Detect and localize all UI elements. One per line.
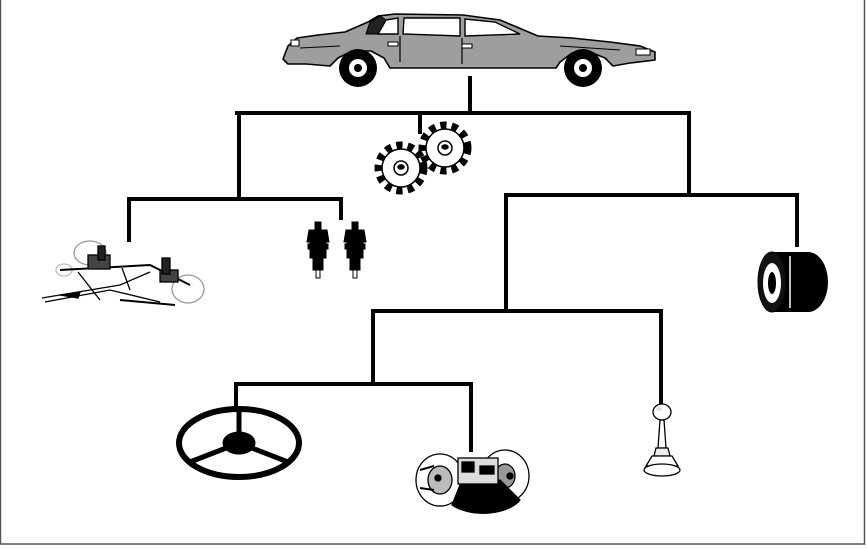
tire-icon	[757, 251, 828, 313]
connector-lines	[127, 76, 799, 452]
steering-wheel-icon	[176, 406, 302, 480]
brake-assembly-icon	[415, 449, 530, 514]
car-wheel	[564, 49, 602, 87]
undercarriage-chassis-icon	[41, 240, 205, 306]
spark-plugs-icon	[306, 221, 367, 279]
car-wheel	[339, 49, 377, 87]
gear-shifter-icon	[643, 403, 681, 477]
car-icon	[282, 13, 656, 87]
gears-icon	[374, 121, 472, 195]
